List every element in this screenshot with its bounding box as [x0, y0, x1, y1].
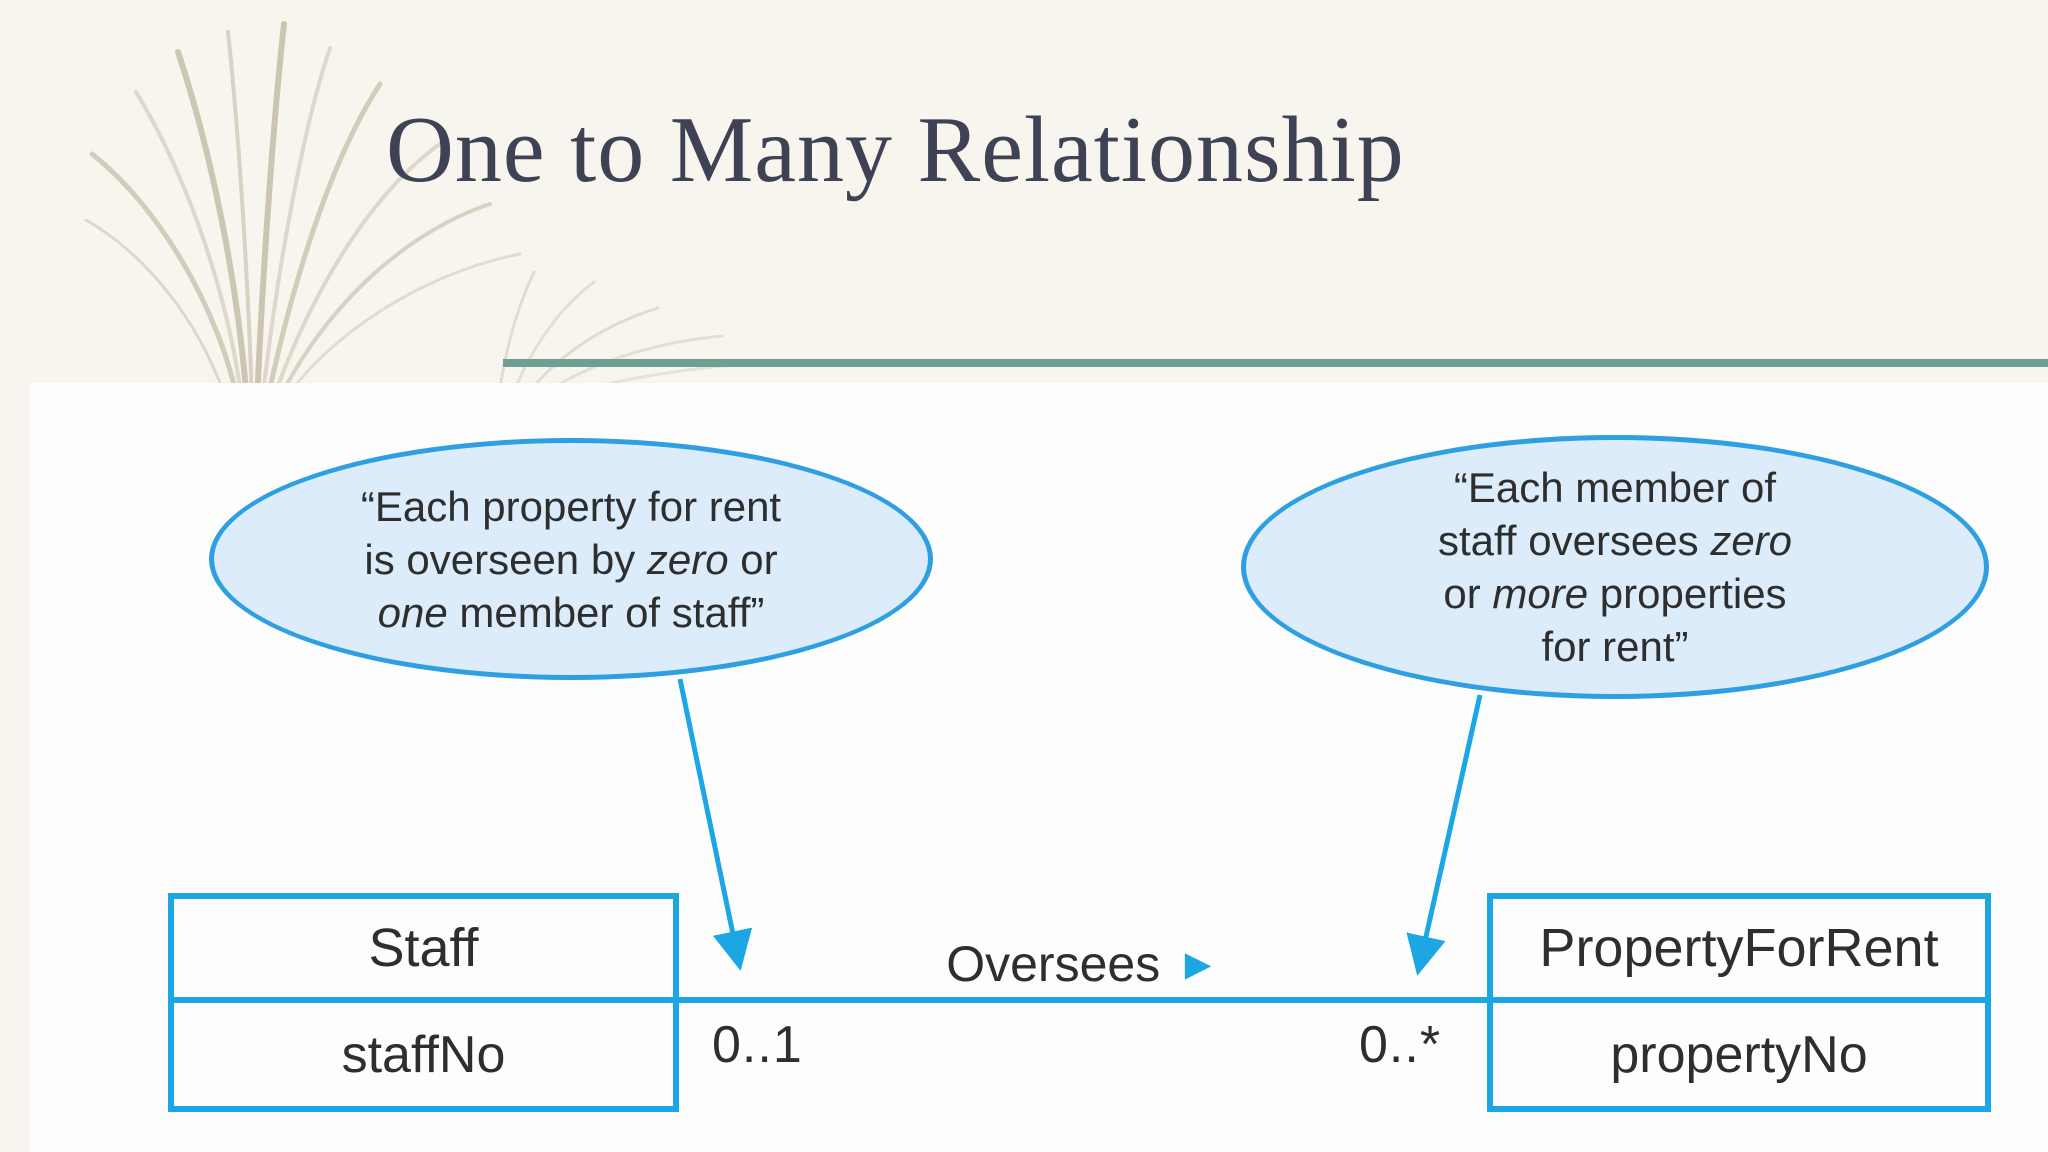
- callout-right-line4: for rent”: [1541, 623, 1689, 670]
- callout-left-line2-italic: zero: [646, 535, 729, 583]
- callout-arrows-graphic: [677, 678, 1483, 976]
- cardinality-right: 0..*: [1359, 1016, 1442, 1074]
- entity-staff-name: Staff: [174, 899, 673, 1003]
- leaf-decoration-graphic: [84, 21, 786, 402]
- callout-right-line2-pre: staff oversees: [1437, 517, 1711, 564]
- callout-right-line1: “Each member of: [1453, 464, 1777, 511]
- callout-left-line2-pre: is overseen by: [364, 535, 647, 583]
- callout-right-line3-post: properties: [1588, 570, 1787, 617]
- callout-right: “Each member of staff oversees zero or m…: [1241, 435, 1989, 699]
- entity-property-for-rent: PropertyForRent propertyNo: [1487, 893, 1991, 1112]
- entity-staff: Staff staffNo: [168, 893, 679, 1112]
- callout-right-line3-italic: more: [1492, 570, 1589, 617]
- callout-left-line3-post: member of staff”: [447, 588, 765, 636]
- callout-right-text: “Each member of staff oversees zero or m…: [1438, 461, 1792, 673]
- title-underline-rule: [503, 359, 2048, 367]
- direction-arrow-icon: ►: [1176, 940, 1220, 989]
- callout-left-line1: “Each property for rent: [360, 482, 782, 530]
- cardinality-left: 0..1: [712, 1016, 803, 1074]
- callout-left-text: “Each property for rent is overseen by z…: [361, 480, 781, 639]
- callout-left-line3-italic: one: [377, 588, 448, 636]
- relationship-name: Oversees: [946, 936, 1161, 992]
- relationship-label: Oversees ►: [679, 935, 1487, 993]
- callout-left-line2-post: or: [728, 535, 778, 583]
- callout-left-arrow: [677, 678, 753, 971]
- callout-left: “Each property for rent is overseen by z…: [209, 438, 933, 680]
- callout-right-line2-italic: zero: [1710, 517, 1793, 564]
- callout-right-line3-pre: or: [1443, 570, 1493, 617]
- entity-staff-attribute: staffNo: [341, 1025, 506, 1084]
- relationship-line: [677, 997, 1489, 1003]
- page-title: One to Many Relationship: [386, 98, 1405, 202]
- entity-property-attribute: propertyNo: [1610, 1025, 1868, 1084]
- diagram-panel: “Each property for rent is overseen by z…: [29, 383, 2048, 1152]
- callout-right-arrow: [1406, 694, 1483, 976]
- entity-property-name: PropertyForRent: [1493, 899, 1985, 1003]
